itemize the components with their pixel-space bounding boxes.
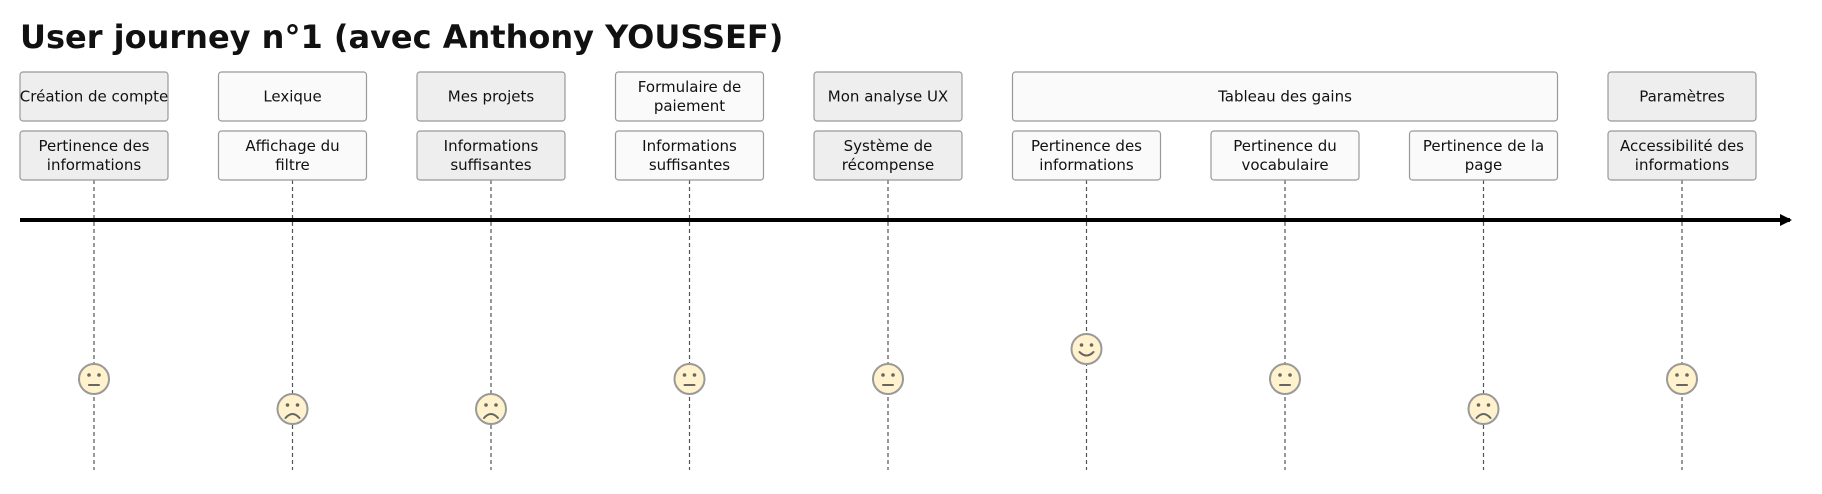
section-box: Lexique	[217, 71, 368, 122]
section-label: Lexique	[263, 88, 321, 106]
task-rect	[1408, 130, 1559, 181]
neutral-face-icon	[673, 363, 706, 395]
section-rect	[1011, 71, 1559, 122]
task-rect	[813, 130, 963, 181]
task-rect	[19, 130, 169, 181]
neutral-face-icon	[872, 363, 904, 395]
sad-face-icon	[276, 393, 309, 425]
section-box: Mon analyse UX	[813, 71, 963, 122]
section-label: Tableau des gains	[1217, 88, 1352, 106]
sections-layer: Création de compte Lexique Mes projets Form…	[19, 71, 1757, 122]
sad-face-icon	[1467, 393, 1500, 425]
section-rect	[416, 71, 566, 122]
section-box: Mes projets	[416, 71, 566, 122]
faces-layer	[78, 333, 1698, 425]
neutral-face-icon	[1269, 363, 1301, 395]
neutral-face-icon	[78, 363, 110, 395]
guides-layer	[93, 180, 1683, 470]
section-box: Paramètres	[1607, 71, 1757, 122]
section-label: Mon analyse UX	[828, 88, 948, 106]
task-rect	[614, 130, 765, 181]
section-box: Création de compte	[19, 71, 169, 122]
section-rect	[614, 71, 765, 122]
task-rect	[1607, 130, 1757, 181]
task-rect	[217, 130, 368, 181]
section-label: Paramètres	[1639, 88, 1725, 106]
section-box: Tableau des gains	[1011, 71, 1559, 122]
section-rect	[19, 71, 169, 122]
journey-title: User journey n°1 (avec Anthony YOUSSEF)	[20, 18, 783, 56]
task-rect	[1011, 130, 1162, 181]
section-rect	[813, 71, 963, 122]
task-rect	[416, 130, 566, 181]
section-label: Mes projets	[448, 88, 535, 106]
happy-face-icon	[1070, 333, 1103, 365]
sad-face-icon	[475, 393, 507, 425]
section-rect	[217, 71, 368, 122]
task-rect	[1210, 130, 1360, 181]
section-rect	[1607, 71, 1757, 122]
section-label: Création de compte	[20, 88, 168, 106]
neutral-face-icon	[1666, 363, 1698, 395]
